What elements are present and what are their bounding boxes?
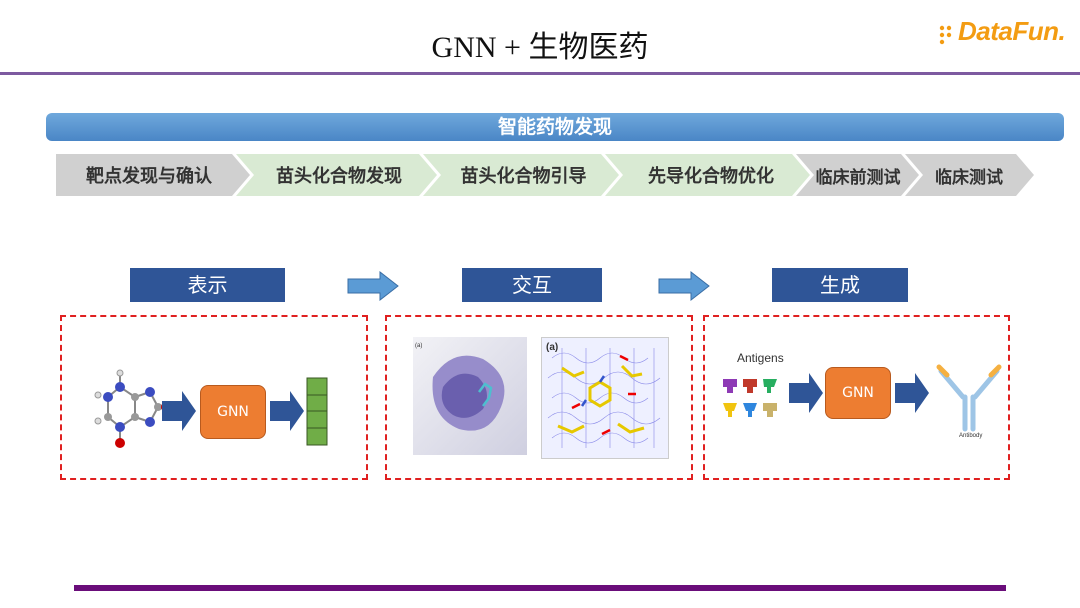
representation-panel: GNN [60, 315, 368, 480]
pipeline-stage-clinical: 临床测试 [935, 167, 1003, 188]
pipeline-stage-4-shape [605, 154, 810, 196]
protein-pocket-icon [432, 355, 505, 431]
logo-dots-icon [939, 25, 952, 45]
arrow-right-icon [789, 373, 823, 413]
pipeline-shapes [56, 154, 1034, 196]
density-mesh-icon [547, 348, 661, 448]
bottom-divider [74, 585, 1006, 591]
pipeline-stage-hit-discovery: 苗头化合物发现 [276, 166, 402, 187]
antibody-label: Antibody [959, 433, 983, 439]
antibody-icon [936, 364, 1002, 432]
pipeline-stage-3-shape [423, 154, 619, 196]
arrow-right-icon [895, 373, 929, 413]
arrow-right-icon [270, 391, 304, 431]
logo-text: DataFun. [958, 16, 1066, 46]
step-interaction: 交互 [462, 268, 602, 302]
protein-surface-image: (a) [413, 337, 527, 455]
molecule-icon [94, 369, 170, 448]
discovery-banner: 智能药物发现 [46, 113, 1064, 141]
antigens-icon [723, 379, 777, 417]
gnn-box: GNN [200, 385, 266, 439]
gnn-box: GNN [825, 367, 891, 419]
pipeline-stage-2-shape [236, 154, 437, 196]
pipeline-stage-lead-optimization: 先导化合物优化 [648, 166, 774, 187]
pipeline-stage-preclinical: 临床前测试 [815, 167, 901, 188]
pipeline-stage-hit-to-lead: 苗头化合物引导 [460, 166, 587, 187]
datafun-logo: DataFun. [938, 16, 1068, 56]
antigens-label: Antigens [737, 351, 784, 365]
pipeline: 靶点发现与确认 苗头化合物发现 苗头化合物引导 先导化合物优化 临床前测试 临床… [56, 154, 1036, 196]
step-representation: 表示 [130, 268, 285, 302]
pipeline-stage-1-shape [56, 154, 250, 196]
pipeline-stage-6-shape [905, 154, 1034, 196]
embedding-vector-icon [306, 377, 328, 446]
electron-density-image: (a) [541, 337, 669, 459]
flow-arrow-1-icon [347, 270, 399, 302]
pipeline-stage-5-shape [796, 154, 919, 196]
page-title: GNN + 生物医药 [431, 31, 649, 64]
title-divider [0, 72, 1080, 75]
generation-panel: Antigens GNN Antibody [703, 315, 1010, 480]
pipeline-stage-target: 靶点发现与确认 [86, 166, 212, 187]
interaction-panel: (a) (a) [385, 315, 693, 480]
arrow-right-icon [162, 391, 196, 431]
flow-arrow-2-icon [658, 270, 710, 302]
step-generation: 生成 [772, 268, 908, 302]
